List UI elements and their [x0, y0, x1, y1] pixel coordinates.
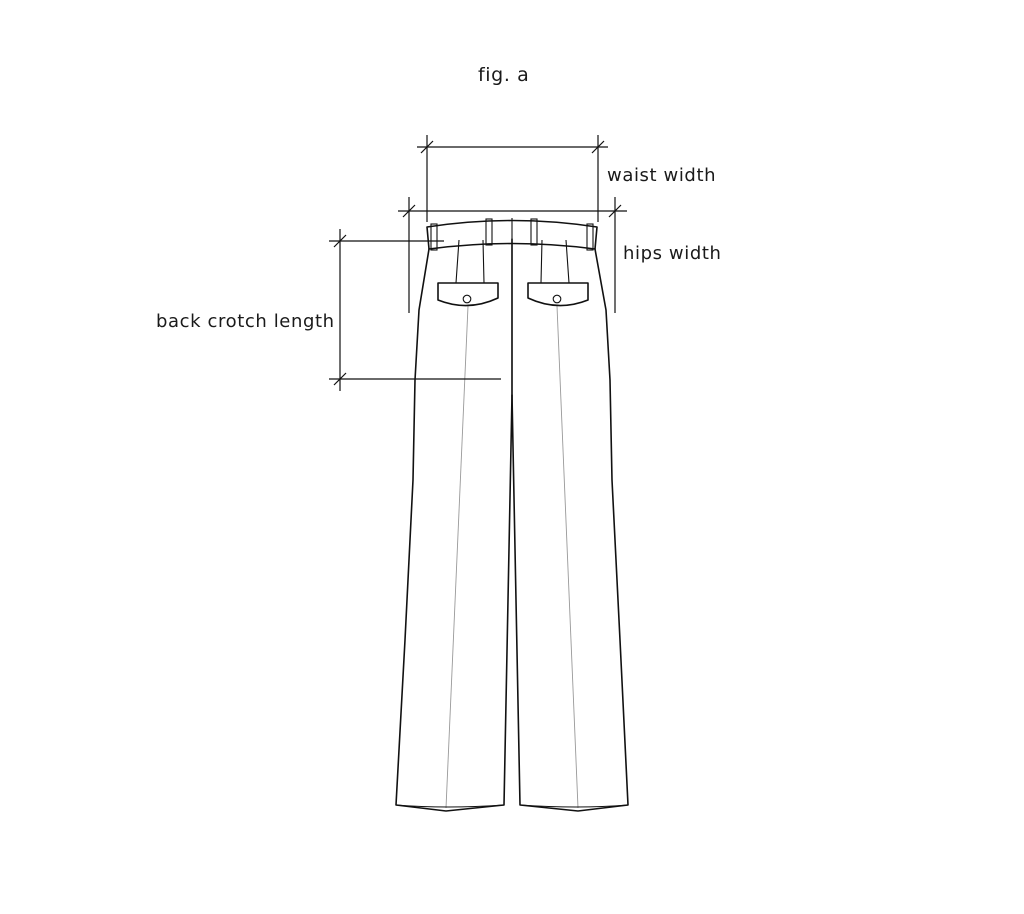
back-crotch-length-dimension [329, 229, 501, 391]
left-leg [395, 238, 513, 812]
figure-title: fig. a [478, 64, 530, 86]
left-hem [395, 804, 505, 808]
belt-loop [586, 223, 594, 251]
right-leg [511, 248, 629, 812]
waist-width-dimension [417, 135, 608, 222]
left-dart [455, 239, 485, 284]
right-hem [519, 804, 629, 808]
left-pocket-flap [437, 282, 499, 307]
waistband [426, 219, 598, 250]
trousers-back-view [395, 218, 629, 812]
belt-loop [530, 218, 538, 246]
right-dart [540, 239, 570, 284]
belt-loop [430, 223, 438, 251]
belt-loop [485, 218, 493, 246]
back-crotch-length-label: back crotch length [156, 311, 335, 332]
right-pocket-button-icon [552, 294, 562, 304]
hips-width-dimension [398, 197, 627, 313]
right-crease [556, 305, 579, 809]
left-crease [445, 305, 469, 809]
left-pocket-button-icon [462, 294, 472, 304]
waist-width-label: waist width [607, 165, 717, 186]
hips-width-label: hips width [623, 243, 722, 264]
right-pocket-flap [527, 282, 589, 307]
